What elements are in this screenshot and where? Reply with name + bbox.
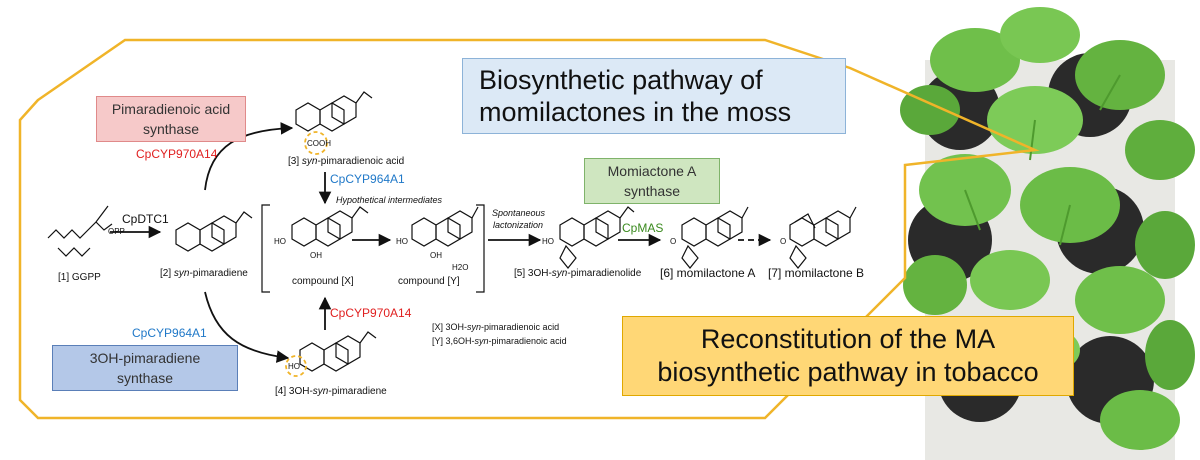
arrow-to-pimaradienoic-acid	[204, 122, 294, 191]
compound-label-momilactone-a: [6] momilactone A	[660, 266, 756, 280]
c4-suffix: -pimaradiene	[328, 386, 387, 397]
atom-cooh: COOH	[307, 139, 331, 148]
title-moss-pathway-line2: momilactones in the moss	[479, 97, 792, 127]
box-ma-line2: synthase	[623, 183, 681, 199]
enzyme-dtc1: CpDTC1	[122, 212, 169, 226]
box-3oh-line2: synthase	[116, 370, 174, 386]
atom-ho-x: HO	[274, 237, 286, 246]
enzyme-cyp964a1-mid: CpCYP964A1	[330, 172, 405, 186]
compound-label-x: compound [X]	[292, 276, 354, 287]
compound-label-pimaradiene: [2] syn-pimaradiene	[160, 268, 248, 279]
compound-label-pimaradienoic-acid: [3] syn-pimaradienoic acid	[288, 156, 404, 167]
c2-italic: syn	[173, 268, 190, 279]
c3-prefix: [3]	[288, 156, 302, 167]
box-pimaradienoic-acid-synthase: Pimaradienoic acid synthase	[96, 96, 246, 142]
pathway-arrows	[110, 122, 772, 363]
molecule-momilactone-a	[681, 206, 749, 269]
molecule-pimaradienolide	[559, 206, 635, 269]
enzyme-cyp970a14-low: CpCYP970A14	[330, 306, 412, 320]
atom-o-mb: O	[780, 237, 786, 246]
legend-y-italic: syn	[474, 336, 489, 346]
atom-opp: OPP	[108, 227, 125, 236]
molecule-compound-y	[411, 206, 479, 247]
box-pimaradienoic-line2: synthase	[142, 121, 200, 137]
molecule-pimaradiene	[175, 211, 253, 252]
c3-italic: syn	[301, 156, 318, 167]
title-tobacco-line2: biosynthetic pathway in tobacco	[657, 357, 1039, 387]
legend-x-suffix: -pimaradienoic acid	[481, 322, 560, 332]
molecule-compound-x	[291, 206, 369, 247]
legend-compound-y: [Y] 3,6OH-syn-pimaradienoic acid	[432, 336, 567, 346]
atom-oh-x: OH	[310, 251, 322, 260]
box-pimaradienoic-line1: Pimaradienoic acid	[111, 101, 231, 117]
title-tobacco-line1: Reconstitution of the MA	[700, 324, 996, 354]
c5-suffix: -pimaradienolide	[567, 268, 642, 279]
atom-oh-y: OH	[430, 251, 442, 260]
compound-label-y: compound [Y]	[398, 276, 460, 287]
note-spontaneous: Spontaneous	[492, 208, 546, 218]
arrow-to-3oh-pimaradiene	[204, 291, 290, 363]
molecule-pimaradienoic-acid	[295, 91, 373, 155]
title-moss-pathway-line1: Biosynthetic pathway of	[479, 65, 763, 95]
atom-ho-olide: HO	[542, 237, 554, 246]
compound-label-momilactone-b: [7] momilactone B	[768, 266, 865, 280]
atom-ho-y: HO	[396, 237, 408, 246]
tobacco-plant-photo	[900, 7, 1195, 460]
enzyme-cyp964a1-low: CpCYP964A1	[132, 326, 207, 340]
outline-callout	[18, 38, 1040, 420]
title-tobacco-reconstitution: Reconstitution of the MA biosynthetic pa…	[622, 316, 1074, 396]
legend-compound-x: [X] 3OH-syn-pimaradienoic acid	[432, 322, 559, 332]
atom-o-ma: O	[670, 237, 676, 246]
c2-suffix: -pimaradiene	[189, 268, 248, 279]
c3-suffix: -pimaradienoic acid	[317, 156, 405, 167]
compound-label-3oh-pimaradiene: [4] 3OH-syn-pimaradiene	[275, 386, 387, 397]
molecule-3oh-pimaradiene	[285, 331, 377, 377]
legend-x-prefix: [X] 3OH-	[432, 322, 468, 332]
enzyme-mas: CpMAS	[622, 221, 664, 235]
compound-label-pimaradienolide: [5] 3OH-syn-pimaradienolide	[514, 268, 641, 279]
molecule-momilactone-b	[789, 206, 857, 269]
c4-italic: syn	[312, 386, 329, 397]
title-moss-pathway: Biosynthetic pathway of momilactones in …	[462, 58, 846, 134]
box-3oh-line1: 3OH-pimaradiene	[89, 350, 201, 366]
note-lactonization: lactonization	[493, 220, 544, 230]
atom-ho-3oh: HO	[288, 362, 300, 371]
c2-prefix: [2]	[160, 268, 174, 279]
c5-prefix: [5] 3OH-	[514, 268, 552, 279]
legend-x-italic: syn	[467, 322, 482, 332]
box-ma-line1: Momiactone A	[607, 163, 697, 179]
compound-label-ggpp: [1] GGPP	[58, 272, 101, 283]
c5-italic: syn	[551, 268, 568, 279]
legend-y-suffix: -pimaradienoic acid	[488, 336, 567, 346]
box-momilactone-a-synthase: Momiactone A synthase	[584, 158, 720, 204]
legend-y-prefix: [Y] 3,6OH-	[432, 336, 475, 346]
atom-h2o: H2O	[452, 263, 468, 272]
note-hypothetical-intermediates: Hypothetical intermediates	[336, 195, 443, 205]
c4-prefix: [4] 3OH-	[275, 386, 313, 397]
molecule-ggpp	[47, 205, 113, 257]
intermediates-bracket	[261, 204, 485, 293]
box-3oh-pimaradiene-synthase: 3OH-pimaradiene synthase	[52, 345, 238, 391]
enzyme-cyp970a14-top: CpCYP970A14	[136, 147, 218, 161]
